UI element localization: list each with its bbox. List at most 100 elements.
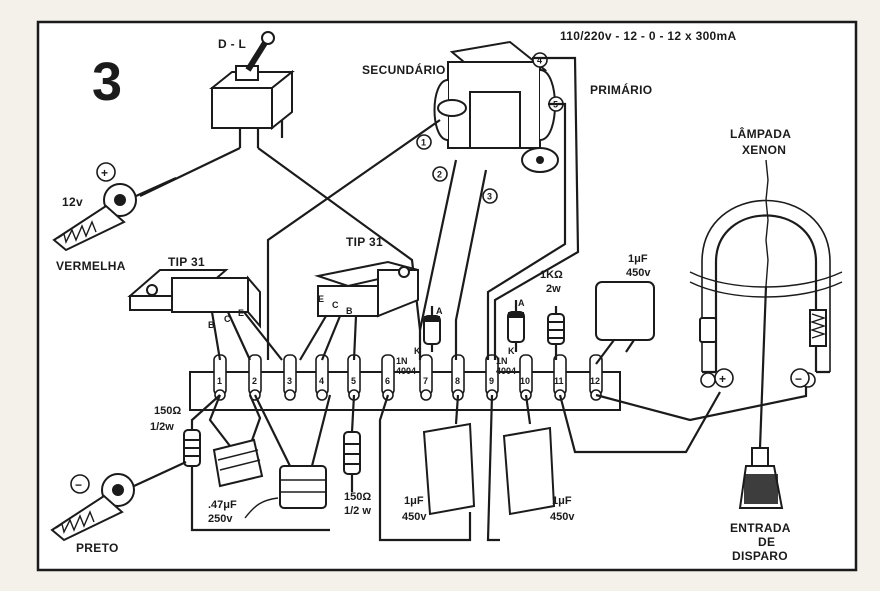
black-minus-sign: −	[75, 478, 82, 492]
figure-number: 3	[92, 52, 122, 112]
transformer-rating: 110/220v - 12 - 0 - 12 x 300mA	[560, 29, 736, 43]
transformer	[433, 40, 559, 173]
terminal-hole-4	[316, 389, 328, 401]
cap-1uf-a-label-b: 450v	[402, 511, 427, 523]
lamp-label-leader	[765, 159, 769, 287]
terminal-lug-12	[589, 354, 603, 396]
lamp-minus-sign: −	[795, 372, 802, 386]
terminal-number-9: 9	[489, 376, 494, 386]
capacitor-1uf-top	[595, 281, 655, 365]
cap-1uf-a-label-a: 1μF	[404, 495, 424, 507]
primary-wire-4	[493, 56, 580, 360]
transistor-pin-labels: B C E E C B	[208, 294, 353, 330]
transistor-left-label: TIP 31	[168, 255, 205, 269]
transistor-left	[127, 269, 283, 361]
terminal-hole-3	[284, 389, 296, 401]
terminal-lug-3	[283, 354, 297, 396]
diode-1-label-a: 1N	[396, 356, 408, 366]
capacitor-1uf-b	[486, 394, 556, 542]
capacitor-047uf-a	[208, 394, 264, 488]
transistor-right	[299, 260, 419, 361]
transistor-right-label: TIP 31	[346, 235, 383, 249]
terminal-number-8: 8	[455, 376, 460, 386]
res-150-left-label-b: 1/2w	[150, 421, 174, 433]
lamp-plus-sign: +	[719, 372, 726, 386]
transformer-wire-number-2: 2	[437, 170, 442, 180]
lamp-plus-marker	[714, 368, 734, 388]
terminal-number-12: 12	[590, 376, 600, 386]
cap-047-label-b: 250v	[208, 513, 233, 525]
diode-2-anode: A	[518, 298, 525, 308]
pin-b-left: B	[208, 320, 215, 330]
trigger-wire	[758, 285, 768, 449]
cap-top-label-a: 1μF	[628, 253, 648, 265]
terminal-lug-8	[451, 354, 465, 396]
resistor-150-mid	[343, 394, 361, 492]
terminal-lug-2	[248, 354, 262, 396]
red-plus-sign: +	[101, 166, 108, 180]
cap-top-label-b: 450v	[626, 267, 651, 279]
lamp-plus-terminal	[700, 372, 716, 388]
primary-wire-5	[486, 102, 567, 360]
toggle-switch	[209, 31, 295, 148]
return-wire	[558, 391, 721, 454]
pin-c-right: C	[332, 300, 339, 310]
res-150-left-label-a: 150Ω	[154, 405, 181, 417]
cap-047-label-a: .47μF	[208, 499, 237, 511]
black-clip	[50, 473, 135, 542]
red-clip-wire	[135, 176, 177, 198]
terminal-number-2: 2	[252, 376, 257, 386]
trigger-label-line3: DISPARO	[732, 549, 788, 563]
diode-1-label-b: 4004	[396, 366, 416, 376]
capacitor-047uf-b	[254, 394, 332, 509]
primary-label: PRIMÁRIO	[590, 82, 652, 97]
capacitor-1uf-a	[378, 394, 476, 542]
lamp-label-line1: LÂMPADA	[730, 126, 791, 141]
diode-1-cathode: K	[414, 346, 421, 356]
res-150-mid-label-a: 150Ω	[344, 491, 371, 503]
res-1k-label-a: 1KΩ	[540, 269, 563, 281]
diode-2	[507, 300, 525, 352]
diode-2-label-a: 1N	[496, 356, 508, 366]
secondary-wire-3	[454, 169, 488, 360]
transformer-wire-number-4: 4	[537, 56, 542, 66]
res-1k-label-b: 2w	[546, 283, 561, 295]
terminal-hole-7	[420, 389, 432, 401]
switch-to-red-clip	[139, 147, 241, 197]
red-clip-label: VERMELHA	[56, 259, 126, 273]
lamp-label-line2: XENON	[742, 143, 786, 157]
lamp-minus-marker	[790, 368, 810, 388]
terminal-number-7: 7	[423, 376, 428, 386]
terminal-number-6: 6	[385, 376, 390, 386]
diode-2-label-b: 4004	[496, 366, 516, 376]
resistor-150-left	[183, 394, 330, 532]
res-150-mid-label-b: 1/2 w	[344, 505, 371, 517]
secondary-wire-1	[266, 119, 441, 360]
black-clip-wire	[133, 461, 187, 487]
cap-047-arrow	[244, 497, 279, 519]
minus-wire	[595, 386, 808, 422]
transformer-wire-number-1: 1	[421, 138, 426, 148]
trigger-label-line1: ENTRADA	[730, 521, 791, 535]
diode-1-anode: A	[436, 306, 443, 316]
switch-label: D - L	[218, 37, 246, 51]
transformer-wire-circle-2	[432, 166, 448, 182]
secondary-label: SECUNDÁRIO	[362, 62, 446, 77]
terminal-number-11: 11	[554, 376, 564, 386]
terminal-number-3: 3	[287, 376, 292, 386]
cap-1uf-b-label-a: 1μF	[552, 495, 572, 507]
black-minus-marker	[70, 474, 90, 494]
pin-c-left: C	[224, 314, 231, 324]
voltage-label: 12v	[62, 195, 83, 209]
transformer-wire-number-3: 3	[487, 192, 492, 202]
terminal-lug-5	[347, 354, 361, 396]
terminal-lug-6	[381, 354, 395, 396]
terminal-lug-10	[519, 354, 533, 396]
terminal-lug-4	[315, 354, 329, 396]
terminal-number-10: 10	[520, 376, 530, 386]
diode-1	[423, 306, 441, 352]
terminal-number-1: 1	[217, 376, 222, 386]
